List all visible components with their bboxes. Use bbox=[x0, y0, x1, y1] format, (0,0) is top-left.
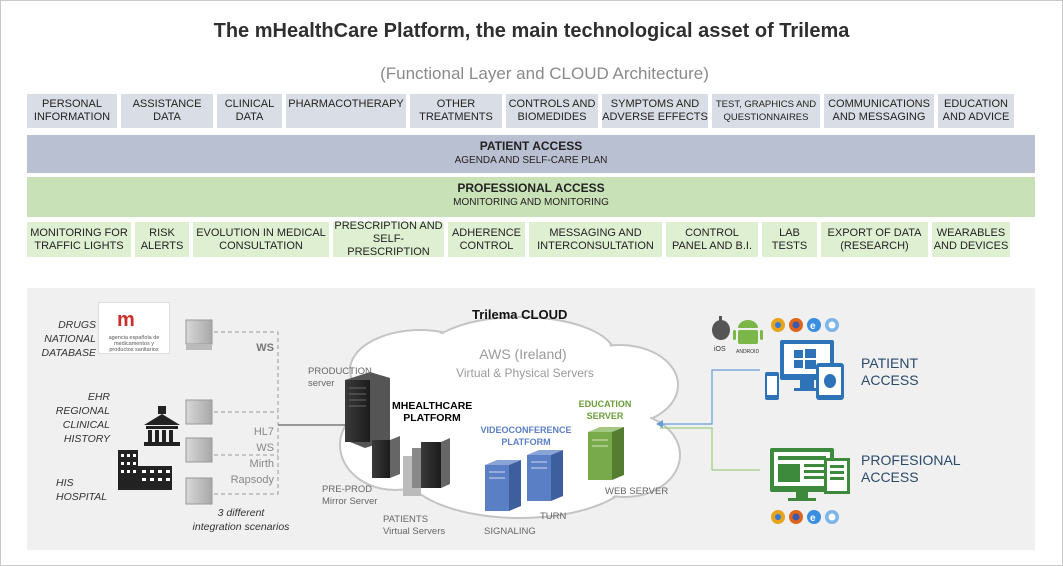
patient-access-title: PATIENT ACCESS bbox=[479, 139, 583, 153]
ehr-label: EHR REGIONAL CLINICAL HISTORY bbox=[55, 391, 110, 445]
module-evolution-consultation: EVOLUTION IN MEDICAL CONSULTATION bbox=[193, 222, 329, 257]
web-server-label: WEB SERVER bbox=[605, 486, 669, 497]
android-label: ANDROID bbox=[736, 349, 760, 355]
page-title: The mHealthCare Platform, the main techn… bbox=[213, 20, 850, 42]
professional-devices-icon bbox=[770, 448, 850, 501]
module-education-advice: EDUCATION AND ADVICE bbox=[938, 94, 1014, 128]
education-server-label: EDUCATION SERVER bbox=[578, 399, 632, 421]
aemps-logo-mark: m bbox=[117, 309, 135, 331]
education-server-icon bbox=[588, 427, 624, 480]
mhealthcare-platform-label: MHEALTHCARE PLATFORM bbox=[392, 400, 473, 424]
svg-text:e: e bbox=[810, 513, 816, 524]
turn-label: TURN bbox=[540, 511, 567, 522]
mirth-rapsody-label: Mirth Rapsody bbox=[230, 458, 274, 486]
apple-icon bbox=[712, 316, 730, 340]
module-control-panel-bi: CONTROL PANEL AND B.I. bbox=[666, 222, 758, 257]
videoconference-platform-label: VIDEOCONFERENCE PLATFORM bbox=[480, 425, 572, 447]
patient-modules-row: PERSONAL INFORMATION ASSISTANCE DATA CLI… bbox=[27, 94, 1014, 128]
patients-servers-icon bbox=[403, 438, 450, 496]
module-monitoring-traffic-lights: MONITORING FOR TRAFFIC LIGHTS bbox=[27, 222, 131, 257]
signaling-label: SIGNALING bbox=[484, 526, 536, 537]
module-symptoms-adverse-effects: SYMPTOMS AND ADVERSE EFFECTS bbox=[602, 94, 708, 128]
drugs-database-label: DRUGS NATIONAL DATABASE bbox=[41, 319, 96, 359]
videoconference-server-icon bbox=[485, 450, 563, 511]
ehr-building-icon bbox=[144, 406, 180, 446]
production-server-icon bbox=[345, 372, 390, 448]
module-prescription: PRESCRIPTION AND SELF-PRESCRIPTION bbox=[333, 220, 444, 258]
integration-lines bbox=[214, 331, 279, 495]
module-assistance-data: ASSISTANCE DATA bbox=[121, 94, 213, 128]
patient-devices-icon bbox=[765, 340, 844, 400]
preprod-server-icon bbox=[372, 436, 400, 478]
module-test-graphics-questionnaires: TEST, GRAPHICS AND QUESTIONNAIRES bbox=[712, 94, 820, 128]
patient-access-label: PATIENT ACCESS bbox=[861, 355, 919, 388]
module-risk-alerts: RISK ALERTS bbox=[135, 222, 189, 257]
module-communications-messaging: COMMUNICATIONS AND MESSAGING bbox=[824, 94, 934, 128]
page-subtitle: (Functional Layer and CLOUD Architecture… bbox=[380, 64, 709, 83]
module-lab-tests: LAB TESTS bbox=[762, 222, 817, 257]
ws-label: WS bbox=[256, 342, 274, 354]
svg-text:e: e bbox=[810, 321, 816, 332]
module-export-data: EXPORT OF DATA (RESEARCH) bbox=[821, 222, 928, 257]
his-label: HIS HOSPITAL bbox=[56, 477, 108, 503]
professional-access-title: PROFESSIONAL ACCESS bbox=[457, 181, 605, 195]
browser-icons-top: e bbox=[771, 318, 839, 332]
patient-access-band: PATIENT ACCESS AGENDA AND SELF-CARE PLAN bbox=[27, 135, 1035, 173]
module-personal-information: PERSONAL INFORMATION bbox=[27, 94, 117, 128]
professional-access-line bbox=[660, 427, 760, 471]
browser-icons-bottom: e bbox=[771, 510, 839, 524]
integration-scenarios-label: 3 different integration scenarios bbox=[192, 507, 290, 533]
module-controls-biomedides: CONTROLS AND BIOMEDIDES bbox=[506, 94, 598, 128]
hospital-building-icon bbox=[118, 450, 172, 490]
module-messaging-interconsultation: MESSAGING AND INTERCONSULTATION bbox=[529, 222, 662, 257]
professional-access-label: PROFESIONAL ACCESS bbox=[861, 452, 961, 485]
module-other-treatments: OTHER TREATMENTS bbox=[410, 94, 502, 128]
external-server-icon bbox=[185, 319, 213, 505]
aws-servers-label: Virtual & Physical Servers bbox=[456, 366, 594, 380]
android-icon bbox=[733, 320, 763, 344]
module-clinical-data: CLINICAL DATA bbox=[217, 94, 282, 128]
aemps-logo: m agencia española de medicamentos y pro… bbox=[98, 302, 170, 354]
production-server-label: PRODUCTION server bbox=[308, 366, 372, 389]
hl7-ws-label: HL7 WS bbox=[253, 426, 274, 454]
preprod-server-label: PRE-PROD Mirror Server bbox=[322, 484, 378, 507]
professional-access-band: PROFESSIONAL ACCESS MONITORING AND MONIT… bbox=[27, 177, 1035, 217]
patient-access-subtitle: AGENDA AND SELF-CARE PLAN bbox=[454, 155, 608, 166]
module-pharmacotherapy: PHARMACOTHERAPY bbox=[286, 94, 406, 128]
professional-modules-row: MONITORING FOR TRAFFIC LIGHTS RISK ALERT… bbox=[27, 220, 1010, 258]
module-adherence-control: ADHERENCE CONTROL bbox=[448, 222, 525, 257]
aemps-logo-text: agencia española de medicamentos y produ… bbox=[108, 335, 160, 353]
module-wearables-devices: WEARABLES AND DEVICES bbox=[932, 222, 1010, 257]
aws-region-label: AWS (Ireland) bbox=[479, 346, 567, 362]
patient-access-line bbox=[660, 369, 760, 425]
ios-label: iOS bbox=[714, 346, 726, 353]
patients-servers-label: PATIENTS Virtual Servers bbox=[383, 514, 446, 537]
trilema-cloud-title: Trilema CLOUD bbox=[472, 307, 568, 322]
professional-access-subtitle: MONITORING AND MONITORING bbox=[453, 197, 609, 208]
